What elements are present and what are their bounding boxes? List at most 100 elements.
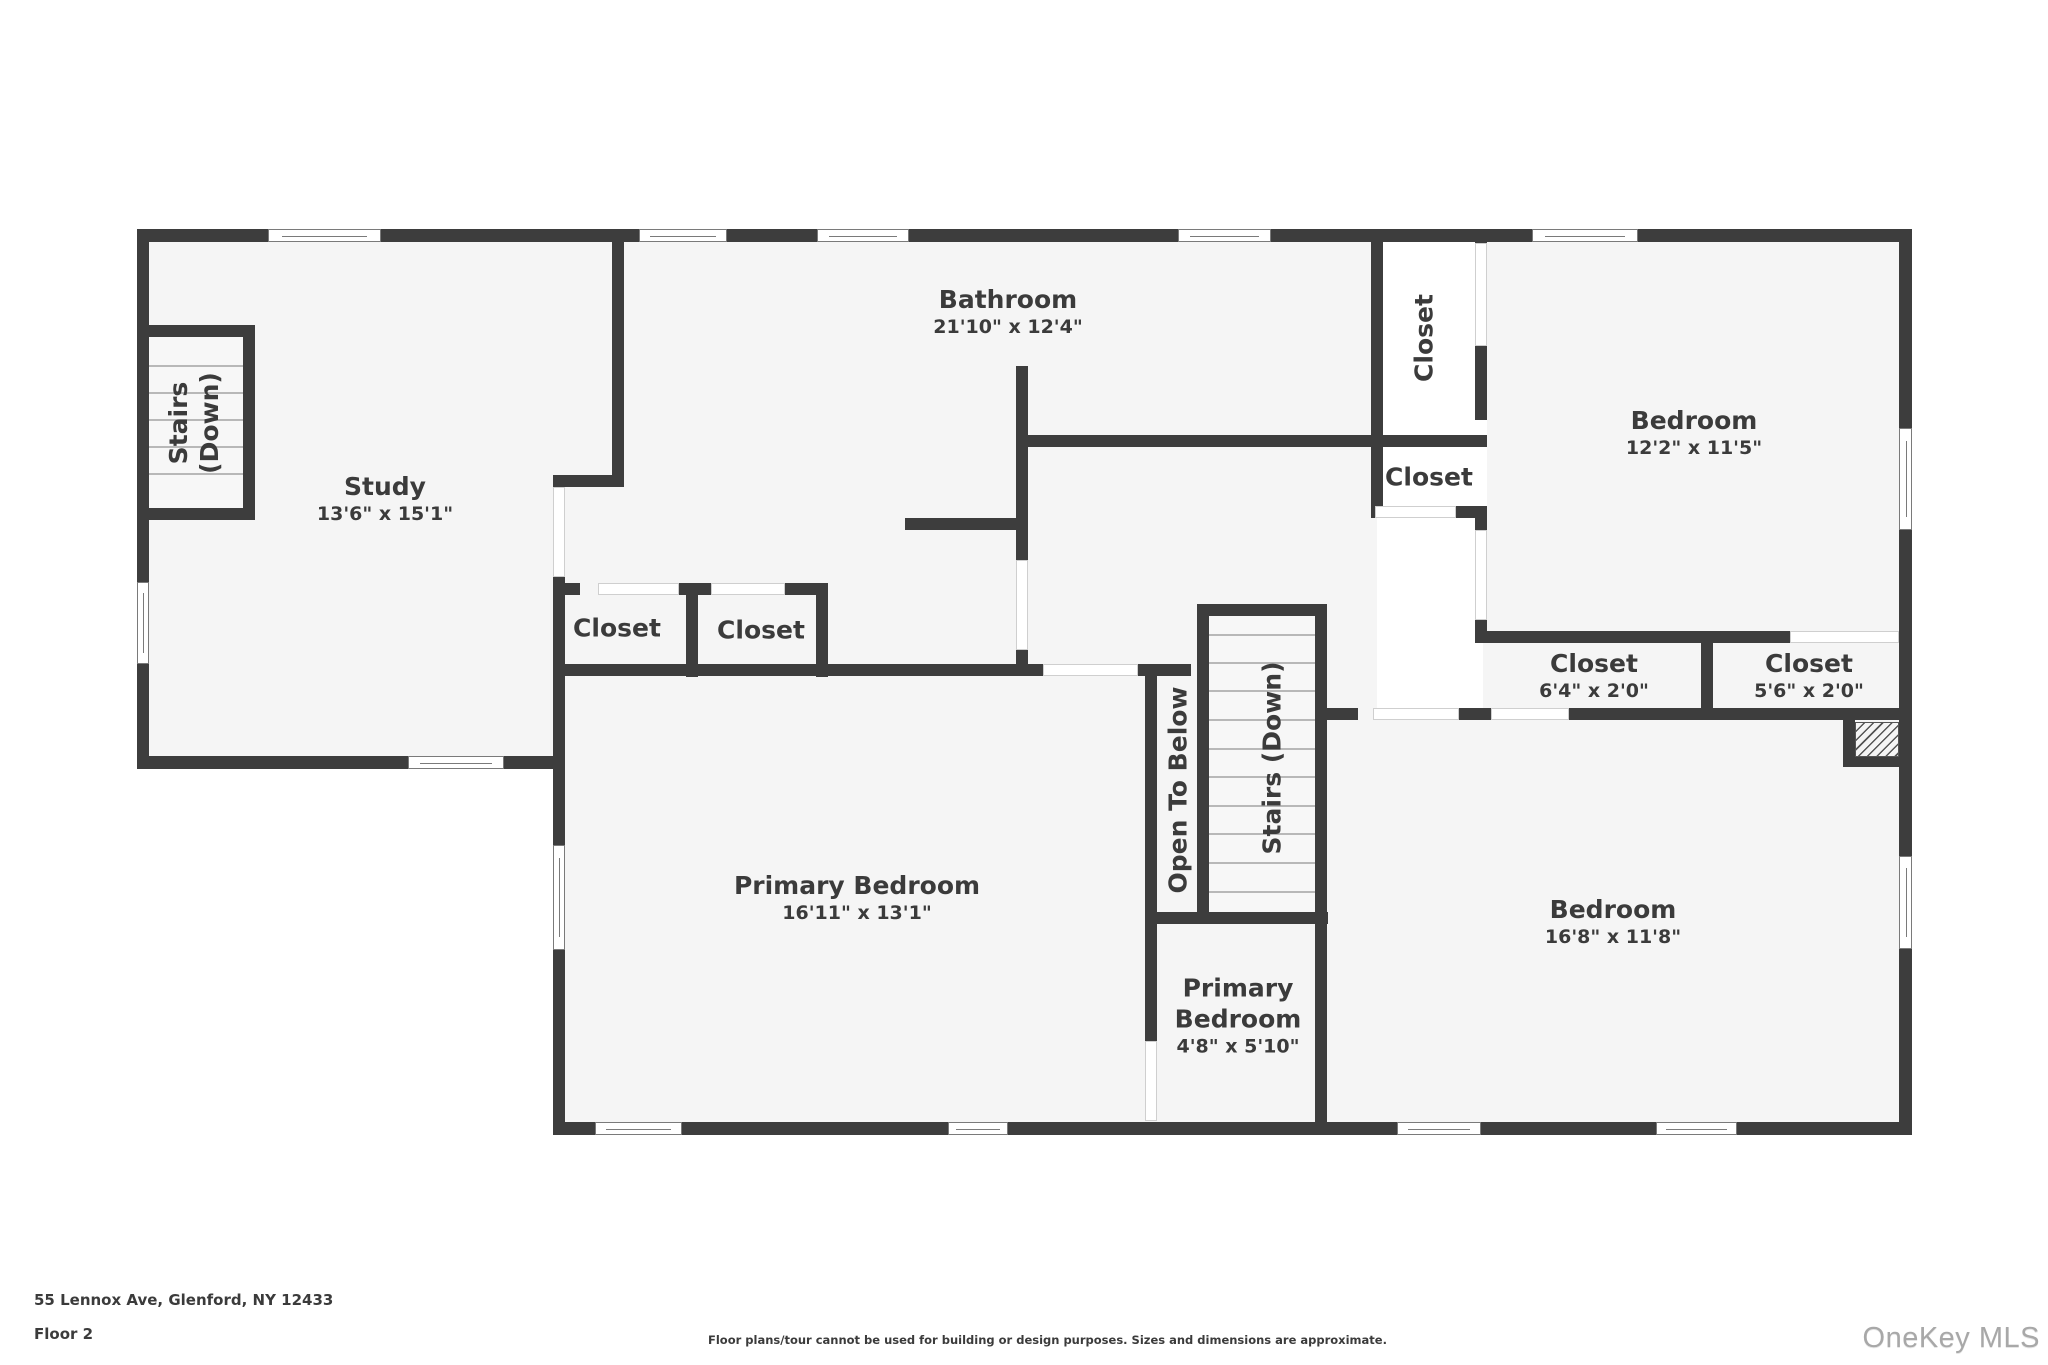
wall-segment: [553, 664, 1043, 676]
window: [1532, 229, 1638, 242]
room-name: Stairs: [164, 381, 193, 465]
room-label-stairs-left: Stairs(Down): [163, 372, 225, 474]
room-dimensions: 5'6" x 2'0": [1754, 680, 1864, 702]
room-name: Bedroom: [1549, 895, 1677, 924]
window: [595, 1122, 682, 1135]
wall-segment: [1315, 604, 1327, 1135]
door-opening: [553, 487, 565, 577]
window: [1397, 1122, 1481, 1135]
wall-segment: [553, 475, 624, 487]
wall-segment: [143, 325, 255, 337]
room-name: Bedroom: [1174, 1004, 1302, 1034]
wall-segment: [905, 518, 1028, 530]
stair-tread: [1209, 690, 1315, 692]
stair-tread: [149, 446, 243, 448]
wall-segment: [137, 229, 1912, 242]
window: [1656, 1122, 1737, 1135]
room-name: Closet: [1385, 462, 1473, 492]
wall-segment: [1899, 631, 1912, 643]
window: [137, 582, 149, 664]
wall-segment: [1569, 708, 1912, 720]
wall-segment: [553, 583, 565, 677]
stair-tread: [1209, 776, 1315, 778]
floor-area: [1329, 715, 1899, 1122]
room-name: Closet: [573, 613, 661, 643]
window: [408, 756, 504, 769]
door-opening: [1491, 708, 1569, 720]
stair-tread: [1209, 634, 1315, 636]
floor-area: [565, 677, 1151, 1127]
wall-segment: [1456, 506, 1487, 518]
wall-segment: [1475, 340, 1487, 420]
door-opening: [1375, 506, 1456, 518]
property-address: 55 Lennox Ave, Glenford, NY 12433: [34, 1291, 334, 1309]
wall-segment: [1899, 229, 1912, 1135]
room-name: Closet: [1550, 649, 1638, 678]
door-opening: [1016, 560, 1028, 650]
window: [817, 229, 909, 242]
room-dimensions: 16'11" x 13'1": [782, 902, 932, 924]
stair-tread: [1209, 719, 1315, 721]
window: [1178, 229, 1271, 242]
stair-tread: [1209, 891, 1315, 893]
door-opening: [1475, 530, 1487, 620]
room-dimensions: 6'4" x 2'0": [1539, 680, 1649, 702]
window: [1899, 856, 1912, 949]
stair-tread: [149, 392, 243, 394]
door-opening: [1373, 708, 1459, 720]
floor-label: Floor 2: [34, 1325, 94, 1343]
door-opening: [711, 583, 785, 595]
stair-tread: [149, 473, 243, 475]
room-label-closet-small-mid: Closet: [1385, 462, 1473, 493]
floor-area: [1483, 643, 1899, 715]
door-opening: [598, 583, 679, 595]
wall-segment: [1701, 631, 1713, 718]
wall-segment: [1145, 925, 1157, 1041]
window: [1899, 428, 1912, 530]
room-name: Primary: [1182, 973, 1294, 1003]
room-dimensions: 13'6" x 15'1": [316, 503, 454, 525]
room-dimensions: 12'2" x 11'5": [1625, 437, 1763, 459]
door-opening: [1043, 664, 1138, 676]
window: [639, 229, 727, 242]
window: [553, 845, 565, 950]
room-label-stairs-center: Stairs (Down): [1257, 662, 1288, 855]
wall-segment: [149, 508, 255, 520]
room-name: Study: [344, 472, 426, 501]
room-name: Stairs (Down): [1257, 661, 1287, 855]
wall-segment: [686, 583, 698, 677]
wall-segment: [1197, 604, 1327, 616]
room-dimensions: 4'8" x 5'10": [1176, 1035, 1300, 1058]
wall-segment: [1145, 664, 1157, 949]
wall-segment: [1145, 912, 1328, 924]
room-name: Primary Bedroom: [733, 871, 981, 900]
stair-tread: [1209, 805, 1315, 807]
room-name: Bedroom: [1630, 406, 1758, 435]
room-name: Closet: [717, 615, 805, 645]
room-name: Bathroom: [938, 285, 1078, 314]
chimney-hatch-icon: [1855, 722, 1899, 757]
door-opening: [1145, 1041, 1157, 1121]
stair-tread: [1209, 833, 1315, 835]
room-dimensions: 16'8" x 11'8": [1544, 926, 1682, 948]
wall-segment: [1197, 604, 1209, 924]
stair-tread: [149, 365, 243, 367]
room-name: Closet: [1765, 649, 1853, 678]
window: [268, 229, 381, 242]
wall-segment: [1371, 435, 1383, 518]
wall-segment: [137, 229, 149, 769]
floor-area: [565, 487, 1025, 677]
wall-segment: [553, 1122, 1912, 1135]
floor-area: [1487, 241, 1899, 631]
room-dimensions: 21'10" x 12'4": [933, 316, 1083, 338]
wall-segment: [1016, 435, 1487, 447]
stair-tread: [1209, 862, 1315, 864]
